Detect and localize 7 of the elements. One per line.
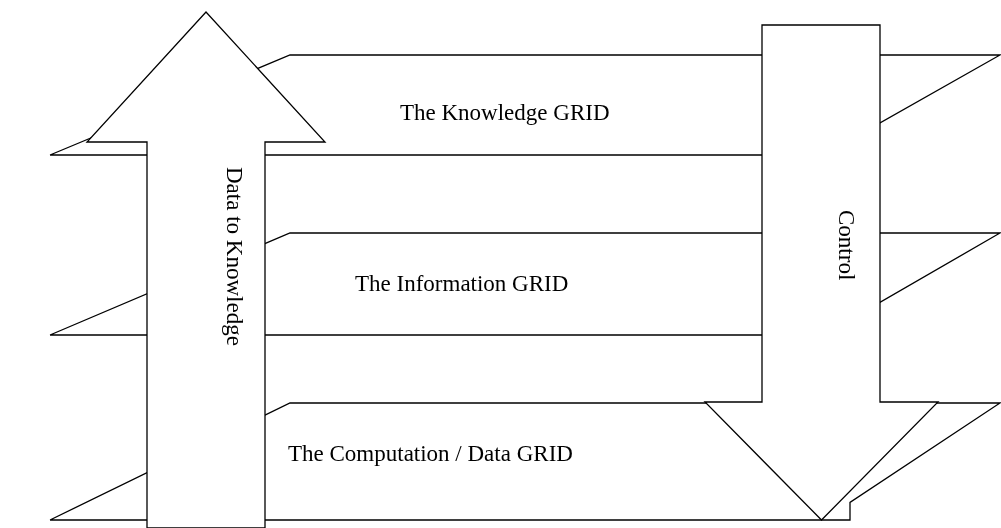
edge-label: Data to Knowledge — [221, 167, 247, 346]
block-arrow — [85, 11, 327, 528]
edge-label: Control — [833, 210, 859, 281]
layer-label: The Knowledge GRID — [400, 100, 610, 126]
layer-label: The Computation / Data GRID — [288, 441, 573, 467]
block-arrow — [703, 24, 940, 521]
layer-label: The Information GRID — [355, 271, 569, 297]
